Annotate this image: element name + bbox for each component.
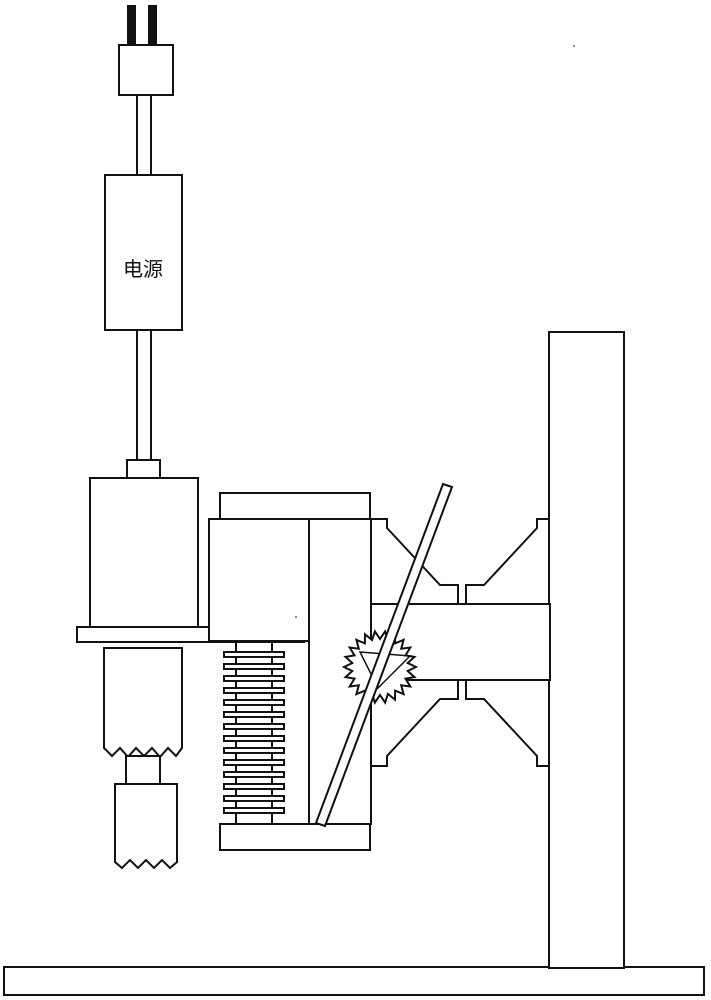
power-plug	[118, 5, 174, 96]
plug-prong-left	[127, 5, 136, 45]
plug-body	[118, 44, 174, 96]
spring-coil	[223, 687, 285, 694]
motor-body	[89, 477, 199, 629]
inclined-lever	[314, 482, 454, 828]
spring-coil	[223, 675, 285, 682]
spring-coil	[223, 711, 285, 718]
drive-shaft	[125, 755, 161, 785]
power-supply-label: 电源	[123, 257, 163, 281]
bottom-bracket	[219, 823, 371, 851]
spring-coil	[223, 699, 285, 706]
lower-chuck	[114, 783, 178, 870]
cable-upper	[136, 94, 152, 176]
motor-connector	[126, 459, 161, 479]
spring-coil	[223, 795, 285, 802]
vertical-column	[548, 331, 625, 969]
spring-coil	[223, 747, 285, 754]
compression-spring	[223, 651, 285, 814]
spring-coil	[223, 783, 285, 790]
spring-coil	[223, 651, 285, 658]
speck	[295, 616, 297, 618]
spring-coil	[223, 807, 285, 814]
speck	[573, 45, 575, 47]
spring-coil	[223, 771, 285, 778]
upper-link-bracket	[370, 518, 550, 605]
cable-lower	[136, 329, 152, 461]
power-supply-box: 电源	[104, 174, 183, 331]
plug-prong-right	[148, 5, 157, 45]
spring-rod	[235, 641, 273, 825]
spring-coil	[223, 723, 285, 730]
slider-block	[208, 518, 310, 642]
upper-chuck	[103, 647, 183, 759]
lower-link-bracket	[370, 679, 550, 767]
spring-coil	[223, 735, 285, 742]
spring-coil	[223, 663, 285, 670]
base-plate	[3, 966, 705, 996]
slider-top-cap	[219, 492, 371, 520]
spring-coil	[223, 759, 285, 766]
